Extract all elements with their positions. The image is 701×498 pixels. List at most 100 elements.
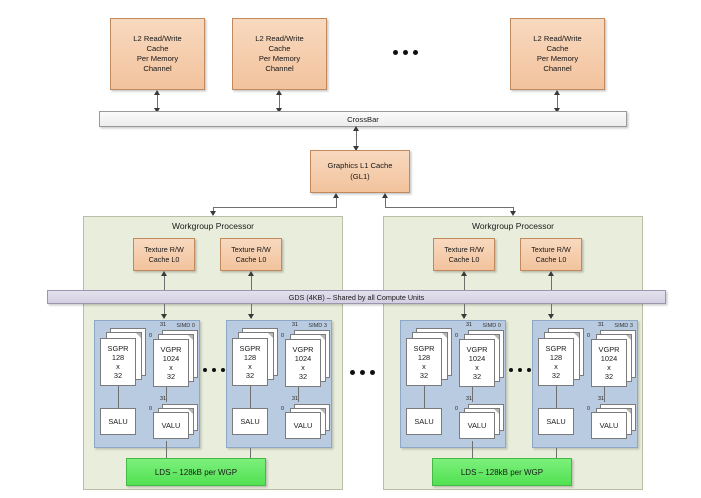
l2-line-1: L2 Read/Write <box>255 33 304 43</box>
texcache-line-2: Cache L0 <box>448 254 480 264</box>
simd-label: SIMD 3 <box>308 323 327 329</box>
lds-label: LDS – 128kB per WGP <box>460 467 544 477</box>
wgp-ellipsis <box>350 370 375 375</box>
sgpr-box: SGPR 128 x 32 <box>232 338 268 386</box>
crossbar-label: CrossBar <box>347 114 379 124</box>
page-corner-icon <box>320 409 325 414</box>
vgpr-times: x <box>607 363 611 372</box>
l2-line-2: Cache <box>146 43 169 53</box>
sgpr-lanes: 32 <box>419 371 429 381</box>
vgpr-name: VGPR <box>598 344 620 354</box>
sgpr-box: SGPR 128 x 32 <box>406 338 442 386</box>
sgpr-lanes: 32 <box>113 371 123 381</box>
l2-ellipsis <box>393 50 418 55</box>
arrow-down-simd-left-1 <box>247 314 254 319</box>
lds-box-left: LDS – 128kB per WGP <box>126 458 266 486</box>
sgpr-size: 128 <box>111 352 125 362</box>
texcache-line-2: Cache L0 <box>148 254 180 264</box>
simd-label: SIMD 0 <box>482 323 501 329</box>
connector-crossbar-gl1 <box>356 128 357 150</box>
connector-texcache-right-0 <box>464 273 465 290</box>
connector-texcache-right-1 <box>551 273 552 290</box>
vgpr-name: VGPR <box>160 344 182 354</box>
sgpr-box: SGPR 128 x 32 <box>538 338 574 386</box>
texcache-line-2: Cache L0 <box>535 254 567 264</box>
page-corner-icon <box>188 409 193 414</box>
sgpr-name: SGPR <box>239 343 261 353</box>
vgpr-times: x <box>475 363 479 372</box>
valu-top-index: 31 <box>466 396 472 402</box>
l2-cache-box-0: L2 Read/Write Cache Per Memory Channel <box>110 18 205 90</box>
vgpr-lanes: 32 <box>166 372 176 382</box>
gl1-line-1: Graphics L1 Cache <box>327 161 393 171</box>
connector-simd-lds-left-1 <box>250 448 251 460</box>
vgpr-lanes: 32 <box>298 372 308 382</box>
vgpr-bottom-index: 0 <box>455 333 458 339</box>
valu-box: VALU <box>591 412 627 439</box>
connector-vgpr-valu-right-1 <box>604 387 605 402</box>
valu-stack-right-0: 31 0 VALU <box>454 396 506 441</box>
connector-simd-lds-left-0 <box>166 441 167 460</box>
page-corner-icon <box>494 409 499 414</box>
salu-label: SALU <box>240 416 260 426</box>
page-corner-icon <box>188 335 193 340</box>
valu-label: VALU <box>161 420 181 430</box>
valu-box: VALU <box>459 412 495 439</box>
valu-bottom-index: 0 <box>149 406 152 412</box>
connector-texcache-left-1 <box>251 273 252 290</box>
salu-label: SALU <box>414 416 434 426</box>
texture-cache-l0-left-1: Texture R/W Cache L0 <box>220 238 282 271</box>
arrow-down-l2-0 <box>153 108 160 113</box>
arrow-down-l2-1 <box>275 108 282 113</box>
page-corner-icon <box>320 335 325 340</box>
l2-line-1: L2 Read/Write <box>133 33 182 43</box>
connector-gl1-left-h <box>213 207 337 208</box>
l2-line-4: Channel <box>143 64 172 74</box>
valu-stack-left-1: 31 0 VALU <box>280 396 332 441</box>
vgpr-lanes: 32 <box>472 372 482 382</box>
page-corner-icon <box>626 409 631 414</box>
simd-label: SIMD 0 <box>176 323 195 329</box>
sgpr-stack-right-1: SGPR 128 x 32 <box>538 328 586 390</box>
sgpr-times: x <box>248 362 252 371</box>
salu-box-right-0: SALU <box>406 408 442 435</box>
valu-stack-left-0: 31 0 VALU <box>148 396 200 441</box>
vgpr-stack-right-0: 31 0 VGPR 1024 x 32 <box>454 322 506 392</box>
sgpr-lanes: 32 <box>245 371 255 381</box>
texture-cache-l0-right-0: Texture R/W Cache L0 <box>433 238 495 271</box>
l2-cache-box-1: L2 Read/Write Cache Per Memory Channel <box>232 18 327 90</box>
texcache-line-2: Cache L0 <box>235 254 267 264</box>
vgpr-bottom-index: 0 <box>587 333 590 339</box>
arrow-up-texcache-left-1 <box>247 271 254 276</box>
arrow-down-l2-n <box>553 108 560 113</box>
l2-line-3: Per Memory <box>258 54 301 63</box>
sgpr-name: SGPR <box>413 343 435 353</box>
connector-gl1-right-h <box>385 207 514 208</box>
texture-cache-l0-right-1: Texture R/W Cache L0 <box>520 238 582 271</box>
salu-box-right-1: SALU <box>538 408 574 435</box>
connector-gl1-left-up <box>336 196 337 208</box>
vgpr-stack-right-1: 31 0 VGPR 1024 x 32 <box>586 322 638 392</box>
simd-ellipsis-left <box>203 368 225 372</box>
connector-l2-1 <box>279 92 280 112</box>
sgpr-box: SGPR 128 x 32 <box>100 338 136 386</box>
sgpr-times: x <box>554 362 558 371</box>
wgp-right-title: Workgroup Processor <box>471 221 555 231</box>
sgpr-size: 128 <box>243 352 257 362</box>
lds-box-right: LDS – 128kB per WGP <box>432 458 572 486</box>
vgpr-top-index: 31 <box>466 322 472 328</box>
valu-label: VALU <box>467 420 487 430</box>
salu-label: SALU <box>108 416 128 426</box>
vgpr-lanes: 32 <box>604 372 614 382</box>
vgpr-times: x <box>301 363 305 372</box>
vgpr-box: VGPR 1024 x 32 <box>153 339 189 387</box>
simd-label: SIMD 3 <box>614 323 633 329</box>
connector-gl1-right-up <box>385 196 386 208</box>
vgpr-size: 1024 <box>294 353 312 363</box>
l2-line-3: Per Memory <box>136 54 179 63</box>
texcache-line-1: Texture R/W <box>231 245 271 254</box>
arrow-up-l2-n <box>553 90 560 95</box>
l2-line-3: Per Memory <box>536 54 579 63</box>
vgpr-name: VGPR <box>292 344 314 354</box>
page-corner-icon <box>626 335 631 340</box>
